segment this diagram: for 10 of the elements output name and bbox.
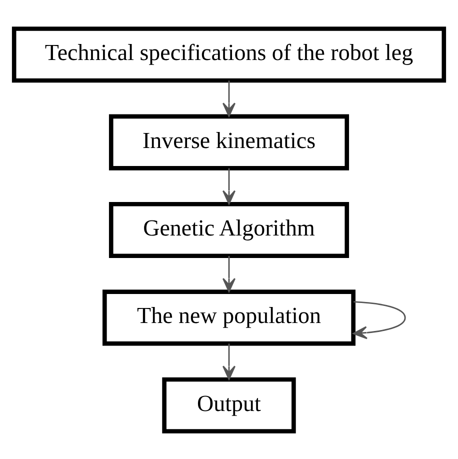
arrow [352, 300, 406, 339]
node-box: Technical specifications of the robot leg [12, 26, 446, 82]
node-box: Inverse kinematics [108, 114, 350, 170]
node-box: Output [162, 376, 296, 433]
arrow [222, 255, 236, 292]
node-box: Genetic Algorithm [108, 201, 350, 258]
node-box: The new population [102, 289, 356, 346]
arrow [222, 343, 236, 380]
arrow [222, 80, 236, 116]
arrow [222, 168, 236, 204]
